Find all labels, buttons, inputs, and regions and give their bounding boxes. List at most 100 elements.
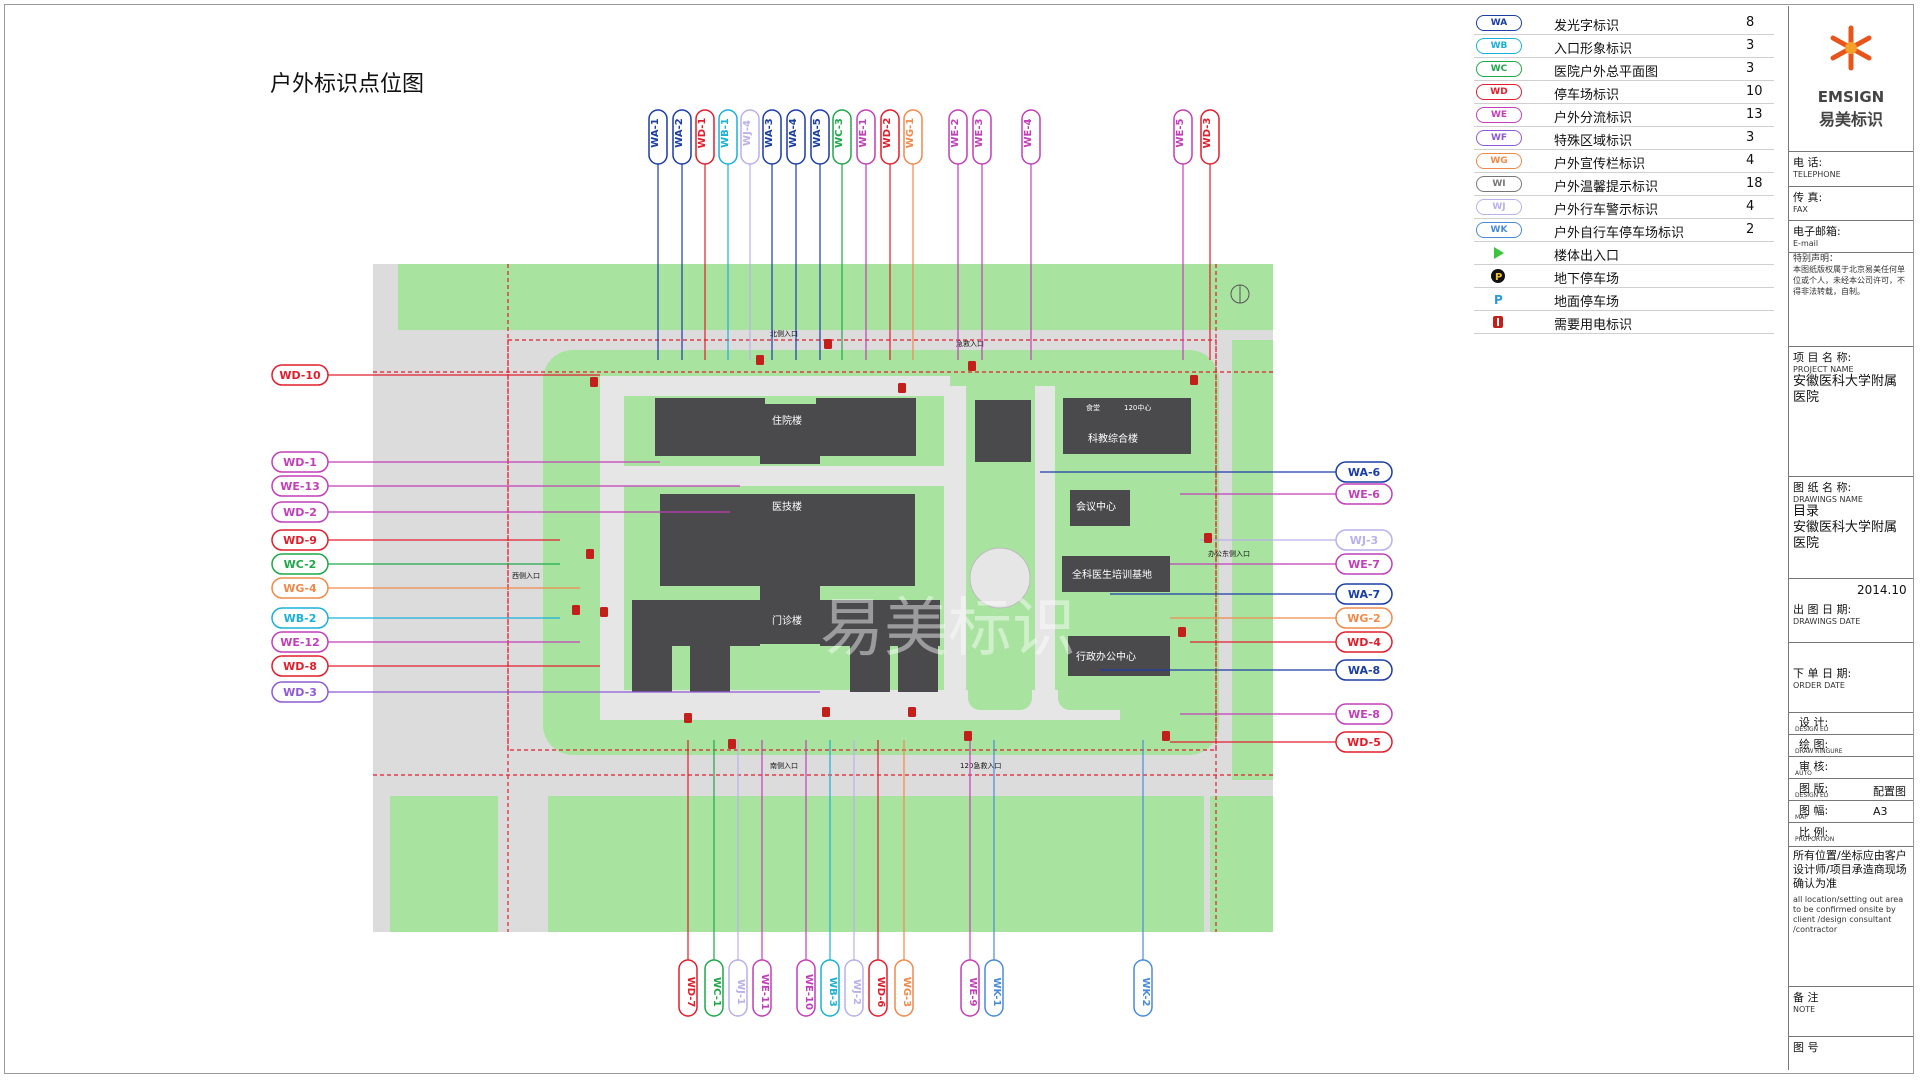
- callout-tag[interactable]: WD-9: [271, 529, 560, 551]
- callout-tag[interactable]: WE-1: [856, 109, 876, 360]
- callout-tag[interactable]: WK-2: [1133, 740, 1153, 1017]
- callout-tag[interactable]: WE-7: [1170, 553, 1393, 575]
- legend-code: WK: [1476, 222, 1522, 238]
- note-label: 备 注: [1793, 991, 1819, 1004]
- legend-count: 4: [1746, 199, 1755, 214]
- callout-label: WE-9: [967, 978, 978, 1007]
- callout-tag[interactable]: WA-1: [648, 109, 668, 360]
- callout-tag[interactable]: WJ-2: [844, 740, 864, 1017]
- callout-tag[interactable]: WD-5: [1170, 731, 1393, 753]
- callout-tag[interactable]: WB-2: [271, 607, 560, 629]
- entrance-north: 北侧入口: [770, 329, 798, 338]
- callout-label: WD-3: [283, 686, 317, 699]
- green-sw: [390, 796, 498, 932]
- callout-tag[interactable]: WD-1: [271, 451, 660, 473]
- legend-label: 楼体出入口: [1554, 249, 1620, 264]
- callout-label: WD-7: [685, 977, 696, 1008]
- callout-tag[interactable]: WD-6: [868, 740, 888, 1017]
- power-marker-icon: [824, 339, 832, 349]
- callout-tag[interactable]: WE-5: [1173, 109, 1193, 360]
- callout-label: WA-7: [1348, 588, 1380, 601]
- callout-tag[interactable]: WD-8: [271, 655, 600, 677]
- callout-tag[interactable]: WA-7: [1110, 583, 1393, 605]
- callout-tag[interactable]: WE-2: [948, 109, 968, 360]
- callout-tag[interactable]: WE-4: [1021, 109, 1041, 360]
- callout-tag[interactable]: WJ-1: [728, 740, 748, 1017]
- title-block: EMSIGN 易美标识 电 话: TELEPHONE 传 真: FAX 电子邮箱…: [1788, 6, 1913, 1070]
- callout-tag[interactable]: WA-2: [672, 109, 692, 360]
- callout-tag[interactable]: WD-3: [271, 681, 820, 703]
- underground-parking-icon: P: [1491, 269, 1505, 283]
- callout-tag[interactable]: WJ-4: [740, 109, 760, 360]
- callout-label: WC-2: [284, 558, 317, 571]
- label-outpatient: 门诊楼: [772, 614, 802, 627]
- callout-label: WA-1: [650, 118, 661, 147]
- callout-tag[interactable]: WE-12: [271, 631, 580, 653]
- callout-tag[interactable]: WD-4: [1190, 631, 1393, 653]
- callout-tag[interactable]: WA-8: [1100, 659, 1393, 681]
- power-marker-icon: [1190, 375, 1198, 385]
- callout-tag[interactable]: WE-11: [752, 740, 772, 1017]
- callout-tag[interactable]: WA-3: [762, 109, 782, 360]
- callout-tag[interactable]: WE-9: [960, 740, 980, 1017]
- callout-tag[interactable]: WG-3: [894, 740, 914, 1017]
- callout-tag[interactable]: WD-1: [695, 109, 715, 360]
- title-block-row: 比 例:PROPORTION: [1789, 822, 1913, 844]
- callout-tag[interactable]: WJ-3: [1200, 529, 1393, 551]
- telephone-label: 电 话:: [1793, 156, 1823, 169]
- callout-tag[interactable]: WG-4: [271, 577, 580, 599]
- remark-cell: 所有位置/坐标应由客户设计师/项目承造商现场确认为准 all location/…: [1789, 846, 1913, 986]
- callout-label: WD-5: [1347, 736, 1381, 749]
- callout-tag[interactable]: WA-6: [1040, 461, 1393, 483]
- callout-tag[interactable]: WD-7: [678, 740, 698, 1017]
- callout-tag[interactable]: WE-8: [1180, 703, 1393, 725]
- row-label-en: DRAW RINGURE: [1795, 748, 1843, 755]
- callout-tag[interactable]: WA-4: [786, 109, 806, 360]
- legend-label: 入口形象标识: [1554, 42, 1633, 57]
- drawing-no-label: 图 号: [1793, 1041, 1819, 1054]
- row-label-en: DESIGN ED: [1795, 792, 1829, 799]
- notice-text: 本图纸版权属于北京易美任何单位或个人，未经本公司许可，不得非法转载，自制。: [1793, 265, 1905, 296]
- callout-tag[interactable]: WE-3: [972, 109, 992, 360]
- admin-center: [1068, 636, 1170, 676]
- callout-tag[interactable]: WE-10: [796, 740, 816, 1017]
- callout-tag[interactable]: WD-2: [271, 501, 730, 523]
- callout-label: WA-2: [674, 118, 685, 147]
- callout-tag[interactable]: WC-1: [704, 740, 724, 1017]
- callout-tag[interactable]: WK-1: [984, 740, 1004, 1017]
- legend-code: WE: [1476, 107, 1522, 123]
- legend-label: 特殊区域标识: [1554, 134, 1633, 149]
- row-label: 审 核:: [1799, 760, 1829, 773]
- callout-tag[interactable]: WE-13: [271, 475, 740, 497]
- fax-label-en: FAX: [1793, 205, 1808, 214]
- row-label: 图 幅:: [1799, 804, 1829, 817]
- callout-tag[interactable]: WC-3: [832, 109, 852, 360]
- callout-tag[interactable]: WC-2: [271, 553, 560, 575]
- row-label: 设 计:: [1799, 716, 1829, 729]
- callout-label: WE-6: [1348, 488, 1380, 501]
- callout-label: WC-1: [711, 977, 722, 1007]
- callout-tag[interactable]: WD-3: [1200, 109, 1220, 360]
- label-admin: 行政办公中心: [1076, 650, 1136, 663]
- callout-tag[interactable]: WG-1: [903, 109, 923, 360]
- callout-label: WD-4: [1347, 636, 1381, 649]
- draw-date: 2014.10: [1857, 583, 1907, 597]
- label-medtech: 医技楼: [772, 500, 802, 513]
- callout-tag[interactable]: WE-6: [1180, 483, 1393, 505]
- row-label: 绘 图:: [1799, 738, 1829, 751]
- entrance-office-east: 办公东侧入口: [1208, 549, 1250, 558]
- callout-label: WA-3: [764, 118, 775, 147]
- callout-tag[interactable]: WD-2: [880, 109, 900, 360]
- callout-label: WD-6: [875, 977, 886, 1008]
- brand-en: EMSIGN: [1817, 88, 1885, 106]
- email-label: 电子邮箱:: [1793, 225, 1841, 238]
- callout-tag[interactable]: WG-2: [1170, 607, 1393, 629]
- legend-label: 停车场标识: [1554, 88, 1620, 103]
- callout-tag[interactable]: WB-1: [718, 109, 738, 360]
- callout-label: WE-7: [1348, 558, 1380, 571]
- callout-tag[interactable]: WA-5: [810, 109, 830, 360]
- power-marker-icon: [964, 731, 972, 741]
- callout-tag[interactable]: WD-10: [271, 364, 600, 386]
- callout-tag[interactable]: WB-3: [820, 740, 840, 1017]
